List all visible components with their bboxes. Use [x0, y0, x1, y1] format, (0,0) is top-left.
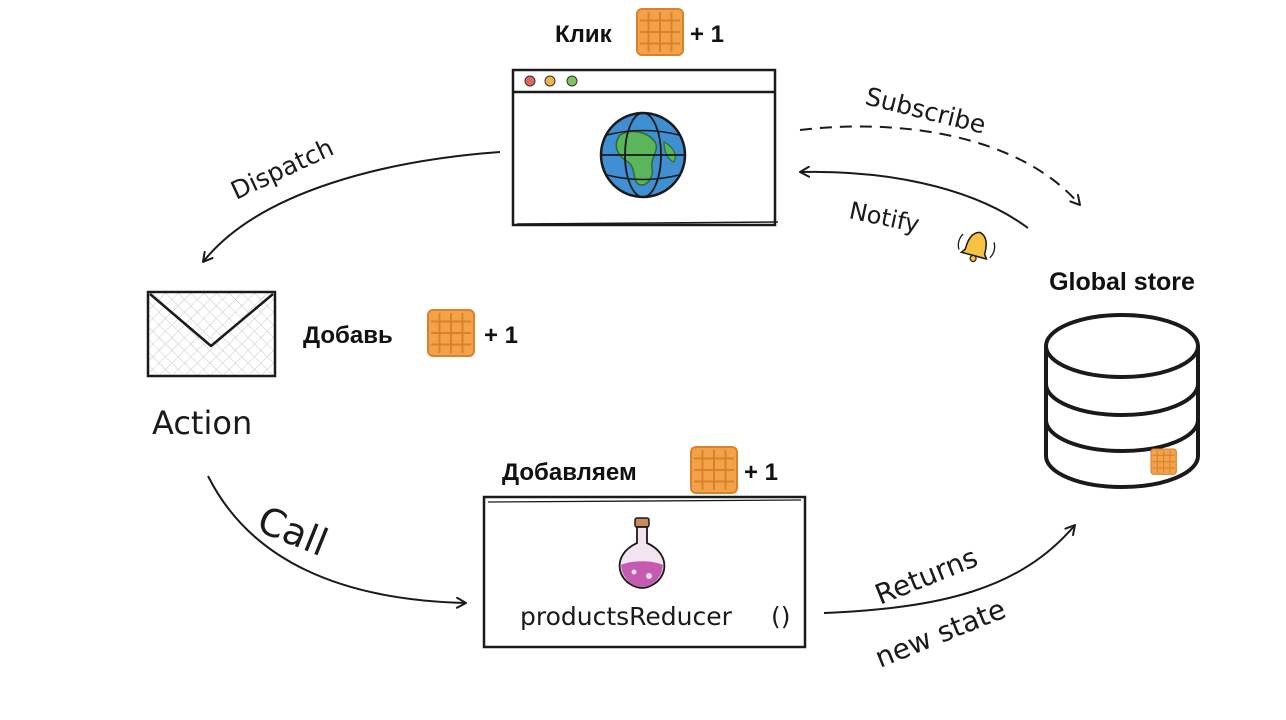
browser-label-prefix: Клик — [555, 21, 613, 48]
call-label: Call — [252, 498, 334, 565]
store-node: Global store — [1044, 268, 1200, 489]
globe-icon — [599, 111, 687, 199]
window-dot-close-icon — [524, 75, 536, 87]
browser-window-icon — [511, 68, 779, 227]
arrow-call: Call — [207, 475, 467, 609]
waffle-icon — [690, 446, 738, 494]
browser-node: Клик + 1 — [511, 8, 779, 227]
reducer-function-name: productsReducer — [520, 602, 733, 631]
potion-flask-icon — [618, 517, 666, 589]
window-dot-maximize-icon — [566, 75, 578, 87]
action-note-prefix: Добавь — [303, 322, 393, 349]
action-label: Action — [152, 404, 252, 442]
waffle-icon — [636, 8, 684, 56]
reducer-parens: () — [771, 602, 791, 631]
browser-label-suffix: + 1 — [690, 21, 724, 48]
arrow-notify: Notify — [799, 165, 1029, 263]
returns-label-line1: Returns — [870, 541, 982, 612]
action-node: Action Добавь + 1 — [146, 290, 518, 442]
bell-icon — [957, 231, 996, 263]
reducer-title-suffix: + 1 — [744, 459, 778, 486]
window-dot-minimize-icon — [544, 75, 556, 87]
waffle-icon — [427, 309, 475, 357]
dispatch-label: Dispatch — [226, 133, 338, 206]
notify-label: Notify — [847, 196, 922, 238]
arrow-returns: Returns new state — [823, 524, 1076, 674]
action-note-suffix: + 1 — [484, 322, 518, 349]
reducer-node: Добавляем + 1 productsReducer () — [482, 446, 807, 649]
reducer-title-prefix: Добавляем — [502, 459, 637, 486]
database-icon — [1044, 313, 1200, 489]
waffle-icon — [1150, 448, 1177, 475]
envelope-icon — [146, 290, 277, 378]
arrow-dispatch: Dispatch — [202, 133, 501, 263]
store-label: Global store — [1049, 268, 1195, 296]
